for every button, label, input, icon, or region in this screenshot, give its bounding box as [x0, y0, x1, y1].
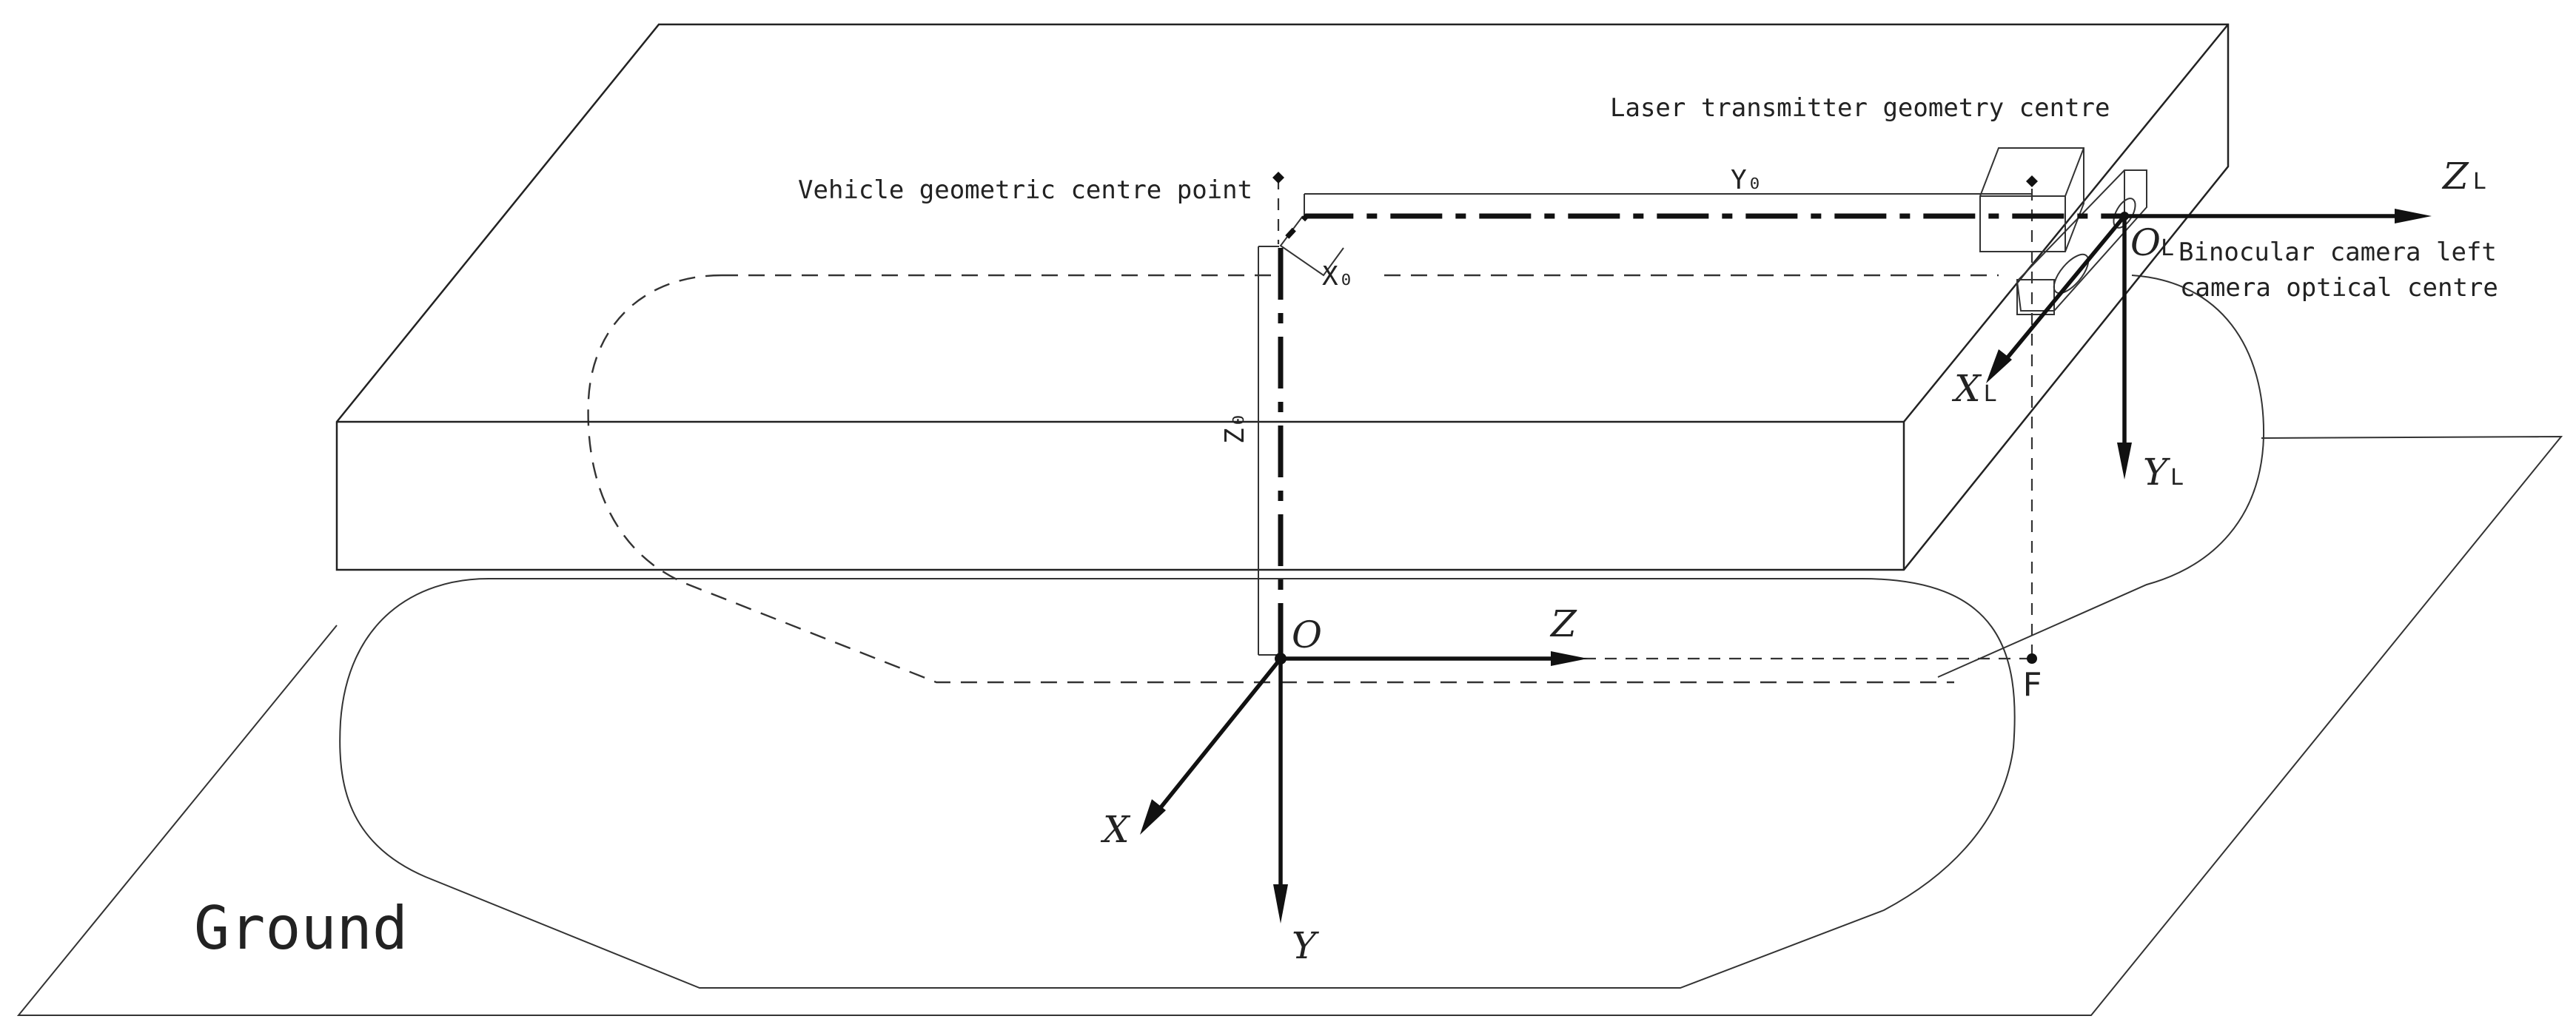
ground-plane	[16, 435, 2563, 1016]
camera-axes	[1986, 209, 2432, 480]
vehicle-y-axis-label: Y	[1292, 924, 1319, 967]
offset-chain-line	[1278, 213, 2124, 655]
marker-points	[1272, 172, 2129, 665]
vehicle-centre-label: Vehicle geometric centre point	[798, 175, 1252, 205]
camera-label-line2: camera optical centre	[2180, 273, 2498, 303]
vehicle-origin-label: O	[1292, 613, 1322, 656]
vehicle-x-axis-label: X	[1100, 808, 1131, 851]
x0-offset-label: X₀	[1322, 261, 1354, 292]
y0-offset-label: Y₀	[1731, 165, 1762, 195]
camera-origin-label: OL	[2130, 221, 2174, 264]
z0-offset-label: Z₀	[1220, 412, 1250, 444]
camera-label-line1: Binocular camera left	[2178, 238, 2497, 267]
track-outline	[339, 275, 2265, 989]
vehicle-axes	[1140, 651, 1588, 924]
vehicle-body	[335, 23, 2230, 571]
ground-label: Ground	[194, 894, 408, 963]
hidden-track	[587, 274, 1999, 684]
binocular-camera	[2016, 169, 2147, 315]
laser-centre-label: Laser transmitter geometry centre	[1610, 93, 2110, 123]
laser-transmitter-box	[1979, 147, 2084, 252]
diagram-labels: Laser transmitter geometry centre Vehicl…	[194, 93, 2498, 967]
foot-point-label: F	[2022, 666, 2042, 704]
dimension-lines	[1258, 178, 2033, 660]
vehicle-z-axis-label: Z	[1549, 602, 1577, 645]
